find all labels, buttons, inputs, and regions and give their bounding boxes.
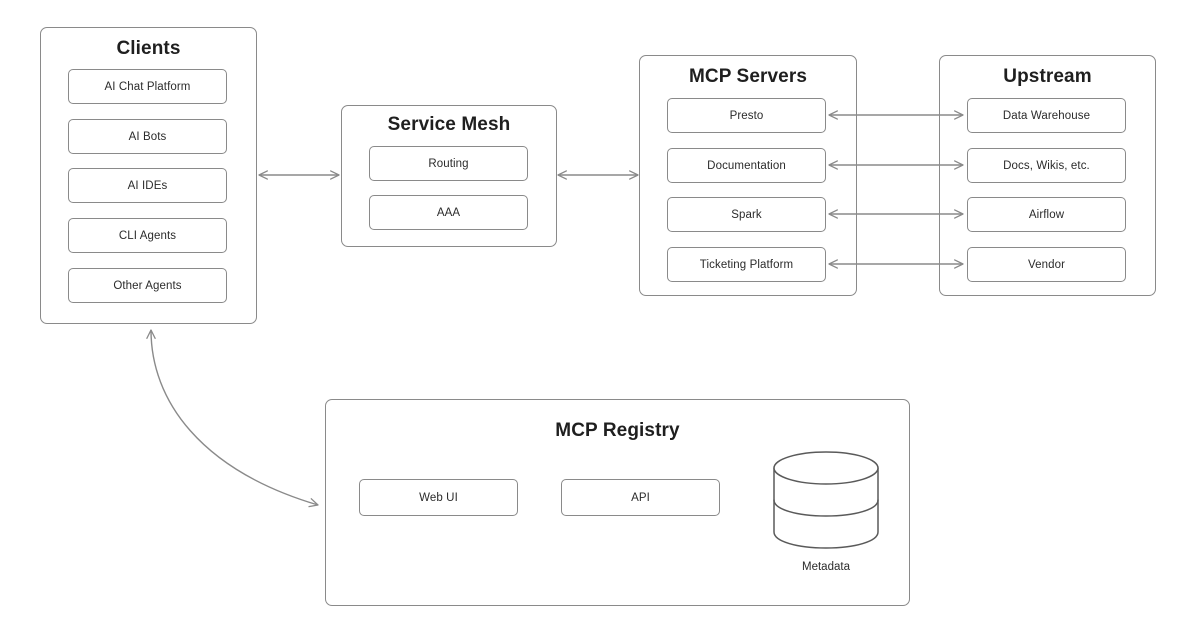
datastore-metadata-icon (773, 451, 879, 549)
node-vendor[interactable]: Vendor (967, 247, 1126, 282)
node-ticketing-platform[interactable]: Ticketing Platform (667, 247, 826, 282)
node-ai-ides[interactable]: AI IDEs (68, 168, 227, 203)
group-service-mesh (341, 105, 557, 247)
node-ai-bots[interactable]: AI Bots (68, 119, 227, 154)
node-routing[interactable]: Routing (369, 146, 528, 181)
group-upstream-title: Upstream (1003, 66, 1092, 87)
node-airflow[interactable]: Airflow (967, 197, 1126, 232)
node-api[interactable]: API (561, 479, 720, 516)
group-service-mesh-title: Service Mesh (387, 114, 511, 135)
group-upstream (939, 55, 1156, 296)
group-mcp-servers-title: MCP Servers (689, 66, 807, 87)
node-presto[interactable]: Presto (667, 98, 826, 133)
group-mcp-registry-title: MCP Registry (555, 420, 680, 441)
group-mcp-registry (325, 399, 910, 606)
node-other-agents[interactable]: Other Agents (68, 268, 227, 303)
node-spark[interactable]: Spark (667, 197, 826, 232)
node-web-ui[interactable]: Web UI (359, 479, 518, 516)
node-cli-agents[interactable]: CLI Agents (68, 218, 227, 253)
node-ai-chat-platform[interactable]: AI Chat Platform (68, 69, 227, 104)
group-mcp-servers (639, 55, 857, 296)
group-clients (40, 27, 257, 324)
group-clients-title: Clients (116, 38, 181, 59)
node-documentation[interactable]: Documentation (667, 148, 826, 183)
node-docs-wikis[interactable]: Docs, Wikis, etc. (967, 148, 1126, 183)
node-aaa[interactable]: AAA (369, 195, 528, 230)
node-data-warehouse[interactable]: Data Warehouse (967, 98, 1126, 133)
connector-mcp-registry-clients (151, 330, 318, 505)
datastore-metadata-label: Metadata (802, 561, 850, 573)
